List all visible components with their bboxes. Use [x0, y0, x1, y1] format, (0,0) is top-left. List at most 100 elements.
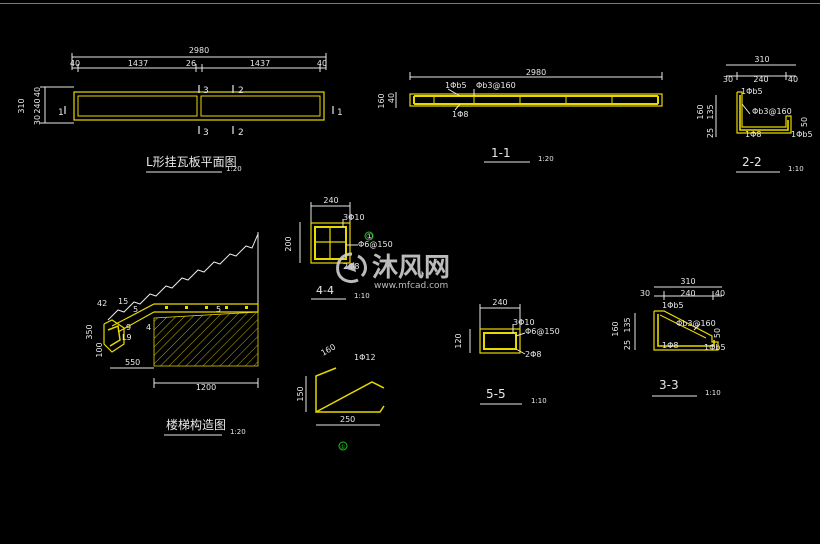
stair-label-15: 15 — [118, 297, 128, 306]
s33-h-bottom-dim: 25 — [623, 340, 632, 350]
plan-left-half-dim: 1437 — [128, 59, 148, 68]
s44-caption-scale: 1:10 — [354, 292, 370, 300]
s55-caption-text: 5-5 — [486, 387, 506, 401]
s55-caption: 5-5 1:10 — [480, 387, 547, 405]
s33-w-mid-dim: 240 — [680, 289, 695, 298]
s33-dimensions: 310 30 240 40 160 135 25 50 — [611, 277, 725, 350]
s22-rebar-labels: 1Φb5 Φb3@160 1Φ8 1Φb5 — [741, 87, 813, 139]
s44-width-dim: 240 — [323, 196, 338, 205]
stair-roof-tiles — [107, 233, 259, 321]
plan-caption-scale: 1:20 — [226, 165, 242, 173]
s22-h-main-dim: 135 — [706, 104, 715, 119]
s11-height-top-dim: 40 — [387, 93, 396, 103]
stair-label-l9: L9 — [122, 333, 132, 342]
bar-1-width-dim: 250 — [340, 415, 355, 424]
plan-height-total-dim: 310 — [17, 98, 26, 113]
s33-bar-bottom-label: 1Φ8 — [662, 341, 678, 350]
s33-stirrup-label: Φb3@160 — [676, 319, 716, 328]
plan-view: 2980 40 1437 26 1437 40 310 40 240 30 — [17, 46, 343, 173]
s22-h-total-dim: 160 — [696, 104, 705, 119]
section-5-5: 240 120 3Φ10 Φ6@150 2Φ8 5-5 1:10 — [454, 298, 560, 405]
stair-label-5b: 5 — [216, 305, 221, 314]
stair-eave — [103, 319, 125, 353]
s22-dimensions: 310 30 240 40 160 135 25 50 — [696, 55, 809, 138]
stair-hatched-wall — [153, 311, 259, 367]
s11-bar-top-label: 1Φb5 — [445, 81, 467, 90]
plan-caption-text: L形挂瓦板平面图 — [146, 155, 237, 169]
s11-bar-bottom-label: 1Φ8 — [452, 110, 468, 119]
s11-length-dim: 2980 — [526, 68, 546, 77]
s55-beam — [479, 328, 521, 354]
s33-w-right-dim: 40 — [715, 289, 725, 298]
plan-end-right-dim: 40 — [317, 59, 327, 68]
s33-caption: 3-3 1:10 — [652, 378, 721, 397]
stair-slab — [111, 303, 259, 333]
s55-rebar-labels: 3Φ10 Φ6@150 2Φ8 — [512, 318, 560, 359]
s44-caption-text: 4-4 — [316, 284, 334, 297]
watermark-brand: 沐风网 — [372, 253, 450, 283]
s33-rebar-labels: 1Φb5 Φb3@160 1Φ8 1Φb5 — [662, 301, 726, 352]
s33-bar-right-label: 1Φb5 — [704, 343, 726, 352]
s44-caption: 4-4 1:10 — [311, 284, 370, 300]
s55-width-dim: 240 — [492, 298, 507, 307]
s22-h-bottom-dim: 25 — [706, 128, 715, 138]
s33-w-left-dim: 30 — [640, 289, 650, 298]
stair-label-9: 9 — [126, 323, 131, 332]
section-mark-1-right: 1 — [337, 108, 343, 118]
stair-construction: 42 15 5 5 4 9 L9 350 100 550 1200 楼梯构造图 … — [85, 232, 259, 436]
section-mark-1-left: 1 — [58, 108, 64, 118]
s44-beam — [310, 222, 351, 264]
s11-dimensions: 2980 160 40 — [377, 68, 663, 109]
plan-total-dim: 2980 — [189, 46, 209, 55]
stair-label-42: 42 — [97, 299, 107, 308]
stair-label-550: 550 — [125, 358, 140, 367]
s33-bar-top-label: 1Φb5 — [662, 301, 684, 310]
watermark-logo-icon — [336, 252, 367, 284]
bar-1-shape — [315, 367, 385, 413]
s33-h-main-dim: 135 — [623, 317, 632, 332]
s11-stirrup-label: Φb3@160 — [476, 81, 516, 90]
s11-caption: 1-1 1:20 — [484, 146, 554, 163]
plan-right-half-dim: 1437 — [250, 59, 270, 68]
section-mark-3-top: 3 — [203, 86, 209, 96]
bar-1-height-dim: 150 — [296, 386, 305, 401]
s33-h-total-dim: 160 — [611, 321, 620, 336]
s22-w-mid-dim: 240 — [753, 75, 768, 84]
s22-bar-bottom-label: 1Φ8 — [745, 130, 761, 139]
s55-height-dim: 120 — [454, 333, 463, 348]
s55-stirrup-label: Φ6@150 — [525, 327, 560, 336]
stair-caption-scale: 1:20 — [230, 428, 246, 436]
s22-bar-right-label: 1Φb5 — [791, 130, 813, 139]
s44-top-bars-label: 3Φ10 — [343, 213, 365, 222]
watermark: 沐风网 www.mfcad.com — [336, 252, 450, 291]
stair-width-dim: 1200 — [196, 383, 216, 392]
s33-caption-text: 3-3 — [659, 378, 679, 392]
s11-height-total-dim: 160 — [377, 93, 386, 108]
watermark-url: www.mfcad.com — [374, 281, 448, 291]
s22-profile — [736, 91, 792, 134]
s44-marker-circle — [364, 231, 374, 241]
stair-caption: 楼梯构造图 1:20 — [164, 417, 246, 436]
stair-rebar-dots — [165, 306, 248, 309]
s44-stirrup-label: Φ6@150 — [358, 240, 393, 249]
plan-caption: L形挂瓦板平面图 1:20 — [146, 155, 242, 173]
s11-caption-text: 1-1 — [491, 146, 511, 160]
s44-marker: ① — [366, 232, 373, 241]
s22-stirrup-label: Φb3@160 — [752, 107, 792, 116]
plan-section-marks: 1 1 3 3 2 2 — [58, 85, 343, 138]
s22-w-right-dim: 40 — [788, 75, 798, 84]
s22-caption-scale: 1:10 — [788, 165, 804, 173]
plan-h-mid-dim: 240 — [33, 98, 42, 113]
bar-1-label: 1Φ12 — [354, 353, 376, 362]
s55-bottom-bars-label: 2Φ8 — [525, 350, 541, 359]
s11-beam — [409, 93, 663, 107]
plan-h-bot-dim: 30 — [33, 115, 42, 125]
stair-label-100: 100 — [95, 342, 104, 357]
s44-dimensions: 240 200 — [284, 196, 351, 263]
stair-label-5a: 5 — [133, 305, 138, 314]
plan-slab-outline — [73, 91, 325, 121]
s33-profile — [653, 310, 719, 351]
bar-detail-1: 160 1Φ12 150 250 ① — [296, 342, 385, 451]
bar-1-marker: ① — [340, 444, 345, 451]
